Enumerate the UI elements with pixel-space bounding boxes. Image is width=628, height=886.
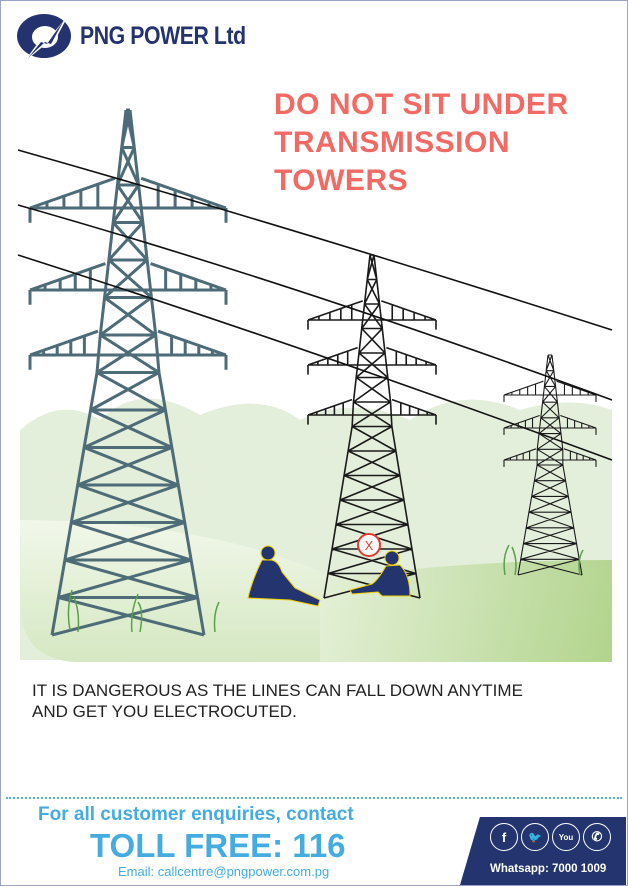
ground-right <box>320 560 612 662</box>
people-sitting <box>247 545 411 607</box>
brand-name: PNG POWER Ltd <box>80 21 246 50</box>
facebook-icon[interactable]: f <box>490 823 518 851</box>
whatsapp-number[interactable]: Whatsapp: 7000 1009 <box>490 863 607 875</box>
power-lines <box>17 149 613 461</box>
toll-free-number[interactable]: TOLL FREE: 116 <box>90 827 346 864</box>
message-line: AND GET YOU ELECTROCUTED. <box>32 702 297 721</box>
divider <box>6 797 622 799</box>
tower-small <box>503 354 597 576</box>
grass <box>67 544 584 633</box>
png-power-logo-icon <box>17 14 71 62</box>
brand-logo: PNG POWER Ltd <box>14 10 275 62</box>
headline-line: TOWERS <box>274 164 409 197</box>
twitter-icon[interactable]: 🐦 <box>521 823 549 851</box>
tower-large <box>28 108 228 637</box>
message-line: IT IS DANGEROUS AS THE LINES CAN FALL DO… <box>32 681 523 700</box>
email-link[interactable]: Email: callcentre@pngpower.com.pg <box>118 864 330 879</box>
warning-message: IT IS DANGEROUS AS THE LINES CAN FALL DO… <box>32 680 523 722</box>
youtube-icon[interactable]: You <box>552 823 580 851</box>
whatsapp-icon[interactable]: ✆ <box>583 823 611 851</box>
svg-text:X: X <box>365 538 374 553</box>
headline-line: TRANSMISSION <box>274 126 511 159</box>
social-panel: f 🐦 You ✆ Whatsapp: 7000 1009 <box>460 817 626 885</box>
headline: DO NOT SIT UNDER TRANSMISSION TOWERS <box>274 86 569 200</box>
enquiries-text: For all customer enquiries, contact <box>38 804 354 825</box>
warning-icon: X <box>357 533 381 557</box>
headline-line: DO NOT SIT UNDER <box>274 88 569 121</box>
